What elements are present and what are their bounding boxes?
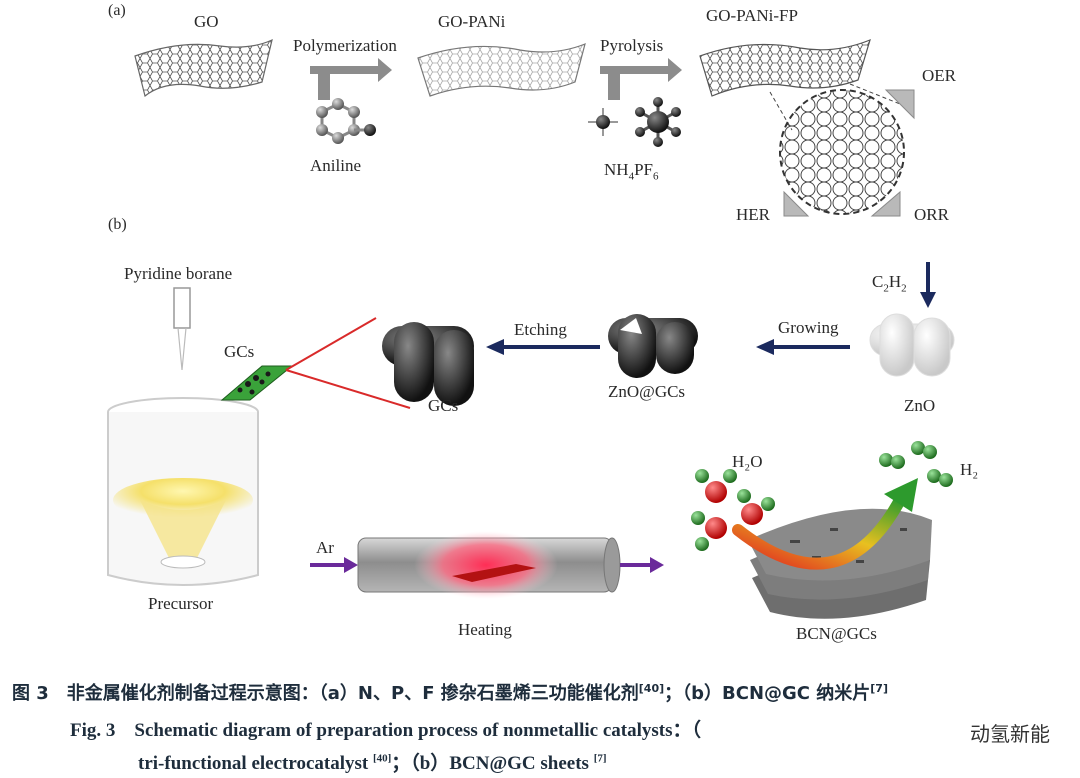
pipette-icon <box>173 287 191 433</box>
her-corner-icon <box>783 190 810 217</box>
gcs-hollow-capsules <box>382 322 474 406</box>
go-pani-sheet <box>417 43 586 97</box>
pyridine-borane-label: Pyridine borane <box>124 264 233 283</box>
go-label: GO <box>194 12 219 31</box>
polymerization-arrow <box>310 58 392 100</box>
bcn-gcs-label: BCN@GCs <box>796 624 877 643</box>
c2h2-down-arrow <box>920 262 936 308</box>
go-pani-fp-label: GO-PANi-FP <box>706 6 798 25</box>
pyrolysis-label: Pyrolysis <box>600 36 664 55</box>
zno-template-blocks <box>869 313 955 377</box>
pf6-molecule-icon <box>635 97 681 147</box>
gcs-leaf-icon <box>220 365 294 401</box>
oer-label: OER <box>922 66 956 85</box>
polymerization-label: Polymerization <box>293 36 397 55</box>
c2h2-label: C2H2 <box>872 272 907 295</box>
ar-label: Ar <box>316 538 334 557</box>
oer-corner-icon <box>884 89 915 120</box>
magnified-lattice-circle <box>769 83 905 215</box>
reaction-curve-arrow <box>732 478 918 570</box>
growing-arrow <box>756 339 850 355</box>
caption-en-line2: tri-functional electrocatalyst [40]；（b）B… <box>138 752 607 774</box>
ar-arrow <box>310 557 358 573</box>
panel-b-tag: (b) <box>108 216 127 233</box>
orr-corner-icon <box>870 190 901 217</box>
tube-furnace <box>357 531 621 599</box>
go-pani-label: GO-PANi <box>438 12 506 31</box>
precursor-label: Precursor <box>148 594 214 613</box>
pyrolysis-arrow <box>600 58 682 100</box>
nh4-molecule-icon <box>588 108 618 136</box>
gcs-leaf-label: GCs <box>224 342 255 361</box>
orr-label: ORR <box>914 205 949 224</box>
growing-label: Growing <box>778 318 839 337</box>
panel-a-tag: (a) <box>108 2 126 19</box>
go-pani-fp-sheet <box>699 38 871 97</box>
beaker-icon <box>107 397 259 586</box>
caption-cn: 图 3 非金属催化剂制备过程示意图：（a）N、P、F 掺杂石墨烯三功能催化剂[4… <box>12 682 888 704</box>
aniline-molecule-icon <box>316 98 376 144</box>
heating-label: Heating <box>458 620 512 639</box>
etching-magnify-lines <box>285 317 411 409</box>
aniline-label: Aniline <box>310 156 361 175</box>
zno-gcs-capsules <box>608 314 698 378</box>
etching-arrow <box>486 339 600 355</box>
gcs-label: GCs <box>428 396 459 415</box>
watermark: 动氢新能 <box>970 722 1050 746</box>
outlet-arrow <box>620 557 664 573</box>
h2-label: H₂ <box>960 460 979 479</box>
her-label: HER <box>736 205 770 224</box>
nh4pf6-label: NH4PF6 <box>604 160 659 183</box>
etching-label: Etching <box>514 320 567 339</box>
caption-en-line1: Fig. 3 Schematic diagram of preparation … <box>70 720 701 741</box>
h2o-label: H₂O <box>732 452 763 471</box>
hydrogen-molecules <box>879 441 953 487</box>
zno-label: ZnO <box>904 396 936 415</box>
water-molecules <box>691 469 775 551</box>
go-sheet <box>134 38 273 98</box>
zno-gcs-label: ZnO@GCs <box>608 382 686 401</box>
